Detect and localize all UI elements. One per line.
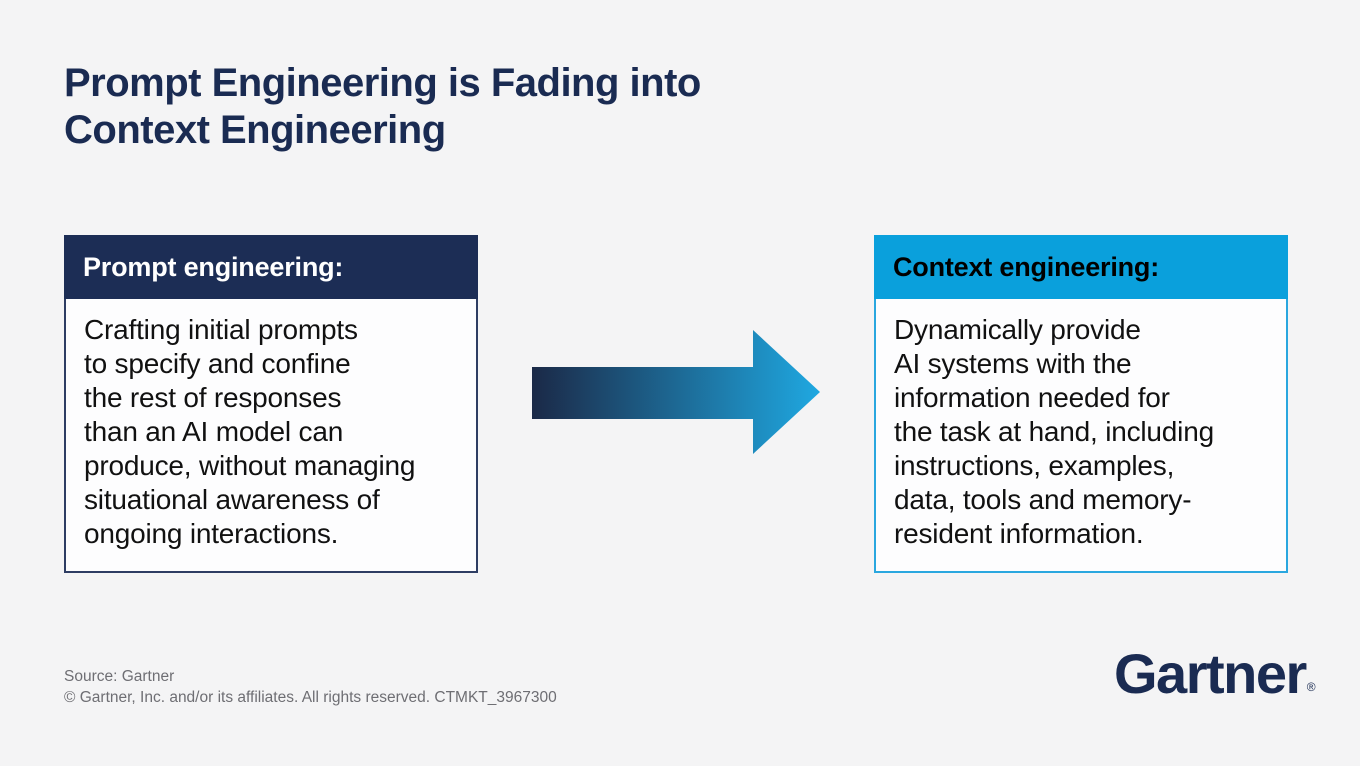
prompt-engineering-box: Prompt engineering: Crafting initial pro… (64, 235, 478, 573)
registered-trademark-icon: ® (1306, 680, 1316, 694)
prompt-engineering-box-header: Prompt engineering: (64, 235, 478, 299)
context-engineering-box: Context engineering: Dynamically provide… (874, 235, 1288, 573)
context-engineering-box-body: Dynamically provide AI systems with the … (874, 299, 1288, 573)
page-title: Prompt Engineering is Fading into Contex… (64, 61, 701, 152)
transition-arrow-icon (530, 328, 822, 456)
right-arrow-shape (532, 330, 820, 454)
prompt-engineering-box-body: Crafting initial prompts to specify and … (64, 299, 478, 573)
gartner-logo: Gartner® (1114, 646, 1316, 702)
gartner-logo-text: Gartner (1114, 642, 1307, 705)
context-engineering-box-header: Context engineering: (874, 235, 1288, 299)
source-copyright-text: Source: Gartner © Gartner, Inc. and/or i… (64, 668, 557, 706)
